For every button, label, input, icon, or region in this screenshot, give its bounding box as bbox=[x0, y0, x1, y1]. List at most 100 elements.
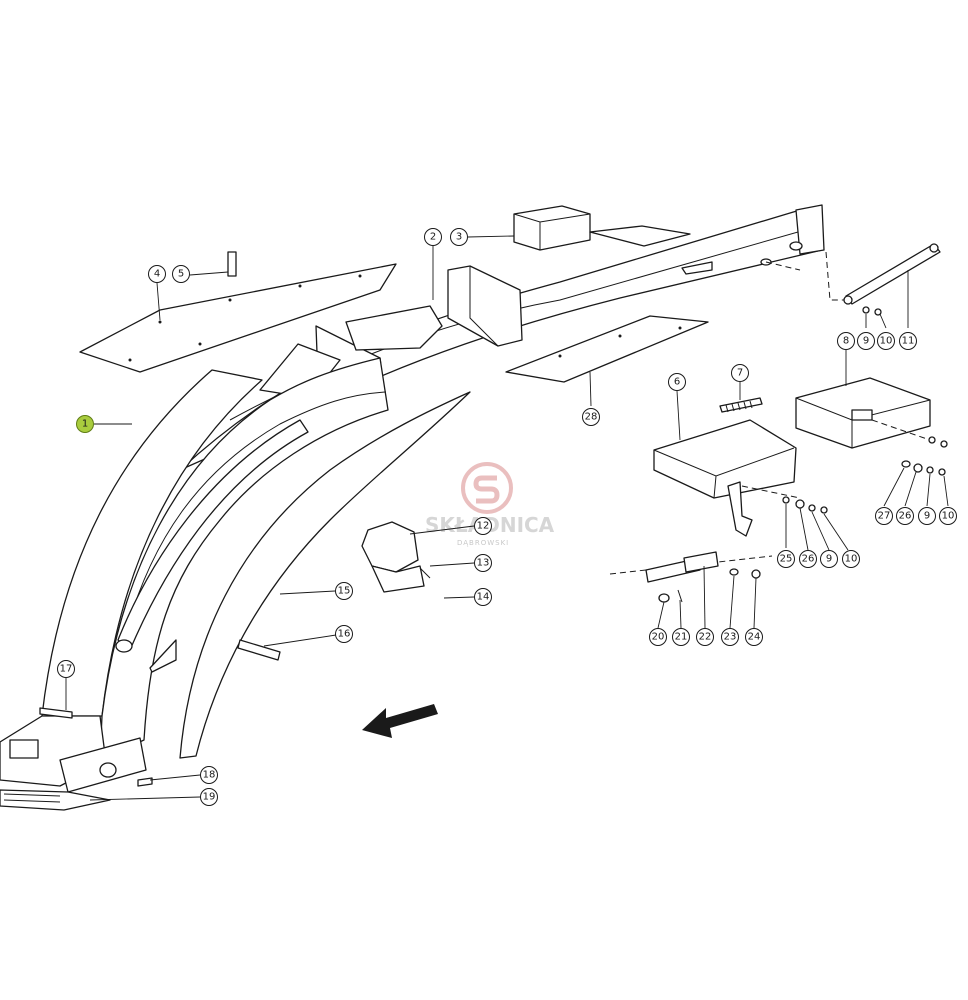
callout-7[interactable]: 7 bbox=[731, 364, 749, 382]
callout-5[interactable]: 5 bbox=[172, 265, 190, 283]
leader-10-top bbox=[879, 313, 887, 329]
callout-22[interactable]: 22 bbox=[696, 628, 714, 646]
callout-10-top[interactable]: 10 bbox=[877, 332, 895, 350]
callout-19[interactable]: 19 bbox=[200, 788, 218, 806]
item-12-body bbox=[361, 521, 419, 573]
rod-11-bar bbox=[845, 243, 941, 305]
callout-2[interactable]: 2 bbox=[424, 228, 442, 246]
callout-13[interactable]: 13 bbox=[474, 554, 492, 572]
callout-4[interactable]: 4 bbox=[148, 265, 166, 283]
leader-10-mid bbox=[823, 513, 849, 551]
spout-outer-shell bbox=[41, 369, 263, 717]
callout-23[interactable]: 23 bbox=[721, 628, 739, 646]
washer-20 bbox=[658, 593, 670, 603]
cover-plates bbox=[79, 263, 709, 383]
leader-3 bbox=[467, 235, 515, 238]
leader-19 bbox=[89, 796, 201, 801]
bolt-17 bbox=[39, 707, 73, 719]
leader-26-right bbox=[904, 471, 917, 507]
pipe-end bbox=[115, 639, 133, 653]
bolt-22-assembly bbox=[609, 551, 773, 603]
spring-coils bbox=[725, 400, 753, 413]
beam-end-plate bbox=[795, 204, 825, 255]
callout-17[interactable]: 17 bbox=[57, 660, 75, 678]
plate-hole bbox=[678, 326, 682, 330]
callout-25[interactable]: 25 bbox=[777, 550, 795, 568]
bolt-5 bbox=[227, 251, 237, 277]
item-13-lead-shape bbox=[419, 567, 431, 579]
callout-14[interactable]: 14 bbox=[474, 588, 492, 606]
leader-28 bbox=[589, 371, 592, 407]
base-plate-teeth bbox=[3, 793, 61, 803]
leader-22 bbox=[703, 565, 706, 629]
rod-11-end-2 bbox=[843, 295, 853, 305]
lower-panel bbox=[149, 639, 177, 673]
housing-6 bbox=[653, 419, 797, 499]
callout-26-mid[interactable]: 26 bbox=[799, 550, 817, 568]
top-plate bbox=[589, 225, 691, 247]
callout-27[interactable]: 27 bbox=[875, 507, 893, 525]
housing-8-assembly bbox=[741, 377, 931, 499]
spout-pipe bbox=[117, 419, 309, 651]
housing-8-axis bbox=[871, 419, 931, 441]
spring-7 bbox=[719, 397, 763, 413]
callout-3[interactable]: 3 bbox=[450, 228, 468, 246]
plate-hole bbox=[298, 284, 302, 288]
rod-11-end bbox=[929, 243, 939, 253]
callout-20[interactable]: 20 bbox=[649, 628, 667, 646]
callout-11[interactable]: 11 bbox=[899, 332, 917, 350]
rear-pin bbox=[789, 241, 803, 251]
callout-26-right[interactable]: 26 bbox=[896, 507, 914, 525]
bolt-18 bbox=[137, 777, 153, 787]
item-12-assembly bbox=[361, 521, 431, 593]
plate-hole bbox=[198, 342, 202, 346]
watermark-sub: DĄBROWSKI bbox=[457, 539, 509, 547]
slot-clip bbox=[681, 261, 713, 275]
watermark-logo-mark bbox=[473, 475, 500, 504]
washer-9-mid bbox=[808, 504, 816, 512]
callout-28[interactable]: 28 bbox=[582, 408, 600, 426]
callout-1[interactable]: 1 bbox=[76, 415, 94, 433]
plate-hole bbox=[228, 298, 232, 302]
washer-26-right bbox=[913, 463, 923, 473]
small-plate bbox=[345, 305, 443, 351]
nut-10-right bbox=[938, 468, 946, 476]
leader-12 bbox=[409, 525, 475, 535]
direction-arrow-icon bbox=[362, 704, 438, 738]
callout-9-top[interactable]: 9 bbox=[857, 332, 875, 350]
washer-9-top bbox=[862, 306, 870, 314]
plate-hole bbox=[558, 354, 562, 358]
callout-6[interactable]: 6 bbox=[668, 373, 686, 391]
housing-6-assembly bbox=[653, 397, 797, 537]
callout-9-right[interactable]: 9 bbox=[918, 507, 936, 525]
leader-18 bbox=[149, 774, 201, 781]
housing-6-tab bbox=[727, 481, 753, 537]
callout-15[interactable]: 15 bbox=[335, 582, 353, 600]
callout-10-right[interactable]: 10 bbox=[939, 507, 957, 525]
cross-bracket-line bbox=[469, 266, 499, 347]
leader-4 bbox=[156, 282, 161, 321]
leader-5 bbox=[189, 271, 229, 276]
hardware bbox=[39, 251, 948, 787]
leader-16 bbox=[263, 634, 337, 647]
callout-21[interactable]: 21 bbox=[672, 628, 690, 646]
callout-18[interactable]: 18 bbox=[200, 766, 218, 784]
leader-20 bbox=[657, 601, 665, 629]
callout-24[interactable]: 24 bbox=[745, 628, 763, 646]
leader-15 bbox=[279, 590, 336, 595]
callout-12[interactable]: 12 bbox=[474, 517, 492, 535]
bolt-27 bbox=[901, 460, 911, 468]
plate-hole bbox=[158, 320, 162, 324]
washer-23 bbox=[729, 568, 739, 576]
leader-9-right bbox=[926, 473, 931, 507]
watermark: SKŁADNICA DĄBROWSKI bbox=[425, 462, 555, 547]
leader-24 bbox=[753, 577, 757, 629]
callout-10-mid[interactable]: 10 bbox=[842, 550, 860, 568]
spout-corner-bracket bbox=[9, 739, 39, 759]
callout-8[interactable]: 8 bbox=[837, 332, 855, 350]
callout-16[interactable]: 16 bbox=[335, 625, 353, 643]
housing-8-boss bbox=[851, 409, 873, 421]
callout-9-mid[interactable]: 9 bbox=[820, 550, 838, 568]
nozzle bbox=[99, 762, 117, 778]
leader-9-mid bbox=[811, 511, 830, 551]
